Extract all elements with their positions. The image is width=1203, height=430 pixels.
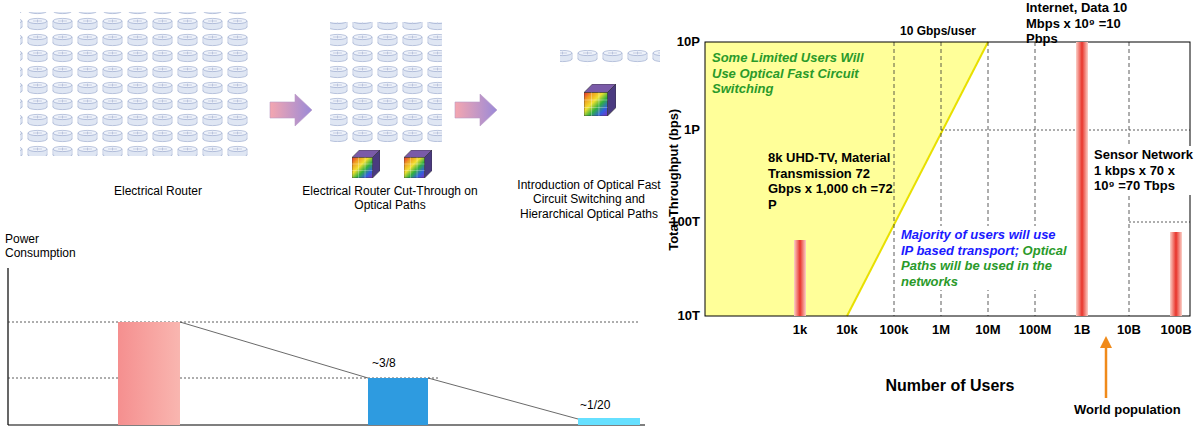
axis-line xyxy=(8,424,645,425)
tick-label: 100M xyxy=(1019,322,1052,338)
tick-label: 100T xyxy=(670,214,700,230)
axis-title: Power Consumption xyxy=(5,232,95,261)
stage-caption: Electrical Router xyxy=(58,184,258,198)
callout-note: 8k UHD-TV, Material Transmission 72 Gbps… xyxy=(768,150,898,212)
tick-label: 10M xyxy=(975,322,1000,338)
tick-label: 100k xyxy=(880,322,909,338)
tick-label: 1M xyxy=(932,322,950,338)
demand-bar xyxy=(1076,42,1088,316)
axis-line xyxy=(7,268,8,425)
pointer-arrow xyxy=(1100,336,1112,348)
power-bar xyxy=(368,378,428,425)
tick-label: 10P xyxy=(677,34,700,50)
line-label: 10 Gbps/user xyxy=(900,24,1010,38)
tick-label: 100B xyxy=(1160,322,1191,338)
stage-arrow xyxy=(270,94,312,126)
tick-label: 1k xyxy=(793,322,807,338)
router-grid xyxy=(560,50,660,66)
demand-bar xyxy=(794,240,806,316)
region-note: Majority of users will use IP based tran… xyxy=(898,226,1072,290)
router-grid xyxy=(20,12,250,156)
optical-switch-cube xyxy=(352,150,380,178)
callout-note: Internet, Data 10 Mbps x 10⁹ =10 Pbps xyxy=(1026,0,1128,47)
callout-note: Sensor Network 1 kbps x 70 x 10⁹ =70 Tbp… xyxy=(1092,146,1196,195)
reference-line xyxy=(8,322,640,323)
stage-caption: Electrical Router Cut-Through on Optical… xyxy=(295,184,485,213)
ratio-label: ~1/20 xyxy=(580,398,640,412)
tick-label: 10k xyxy=(836,322,858,338)
tick-label: 1P xyxy=(684,122,700,138)
stage-caption: Introduction of Optical Fast Circuit Swi… xyxy=(514,178,664,221)
pointer-label: World population xyxy=(1074,402,1196,418)
pointer-arrow xyxy=(1105,346,1108,398)
optical-switch-cube xyxy=(584,84,616,116)
tick-label: 1B xyxy=(1074,322,1091,338)
stage-arrow xyxy=(455,94,497,126)
tick-label: 10T xyxy=(678,308,700,324)
optical-switch-cube xyxy=(404,150,432,178)
router-grid xyxy=(330,22,442,142)
power-bar xyxy=(578,418,640,425)
demand-bar xyxy=(1170,232,1182,316)
ratio-label: ~3/8 xyxy=(372,356,432,370)
trend-line xyxy=(428,378,578,419)
axis-title: Total Throughput (bps) xyxy=(666,109,682,251)
power-bar xyxy=(118,322,180,425)
axis-title: Number of Users xyxy=(886,376,1015,395)
trend-line xyxy=(180,322,368,378)
region-note: Some Limited Users Will Use Optical Fast… xyxy=(712,50,872,97)
tick-label: 10B xyxy=(1117,322,1141,338)
